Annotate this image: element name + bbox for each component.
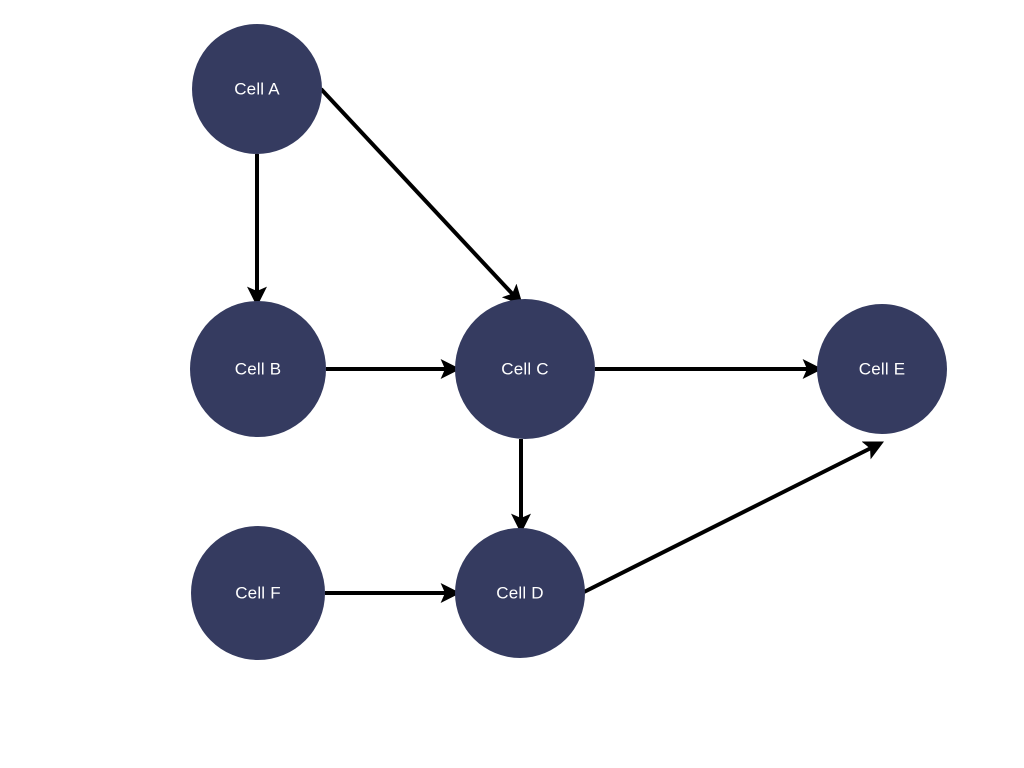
node-circle-a[interactable] — [192, 24, 322, 154]
edge-arrow-d-to-e[interactable] — [583, 441, 885, 594]
node-a[interactable]: Cell A — [192, 24, 322, 154]
node-f[interactable]: Cell F — [191, 526, 325, 660]
nodes-group: Cell A Cell B Cell C Cell D Cell E Cell F — [190, 24, 947, 660]
node-d[interactable]: Cell D — [455, 528, 585, 658]
edges-group — [247, 87, 885, 603]
node-circle-c[interactable] — [455, 299, 595, 439]
node-circle-b[interactable] — [190, 301, 326, 437]
node-c[interactable]: Cell C — [455, 299, 595, 439]
node-e[interactable]: Cell E — [817, 304, 947, 434]
edge-arrow-a-to-c[interactable] — [319, 87, 523, 306]
node-b[interactable]: Cell B — [190, 301, 326, 437]
node-circle-d[interactable] — [455, 528, 585, 658]
node-circle-f[interactable] — [191, 526, 325, 660]
node-circle-e[interactable] — [817, 304, 947, 434]
